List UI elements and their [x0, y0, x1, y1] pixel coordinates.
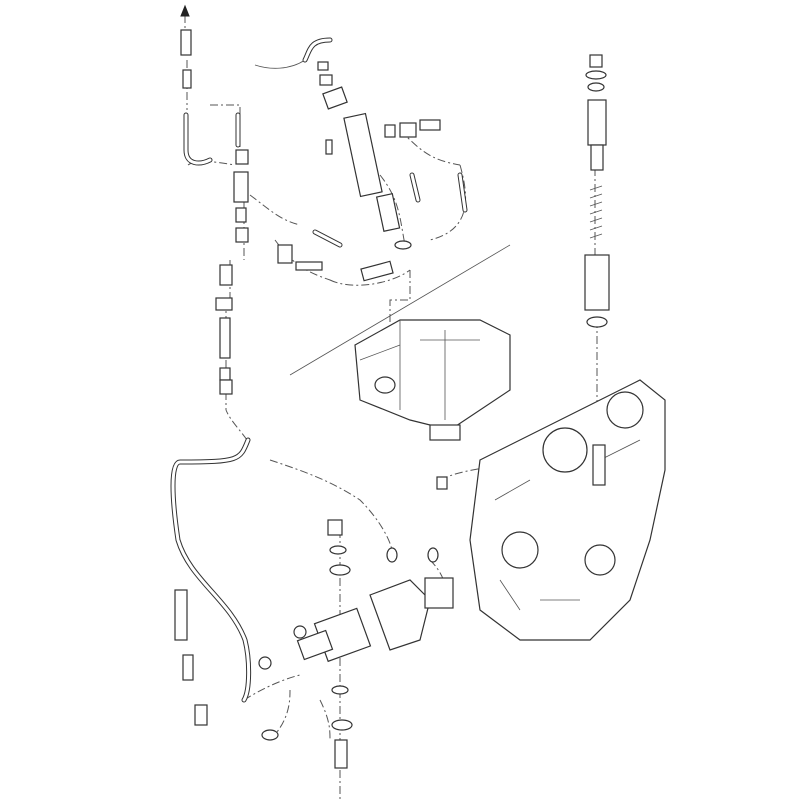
pump-plunger-assembly: [584, 54, 610, 328]
injector-assembly: [277, 37, 468, 282]
fuel-line-fittings: [180, 29, 249, 395]
engine-block: [469, 379, 666, 641]
cylinder-head: [354, 319, 511, 441]
arrow-up-icon: [180, 4, 190, 17]
injection-pump: [170, 437, 454, 769]
